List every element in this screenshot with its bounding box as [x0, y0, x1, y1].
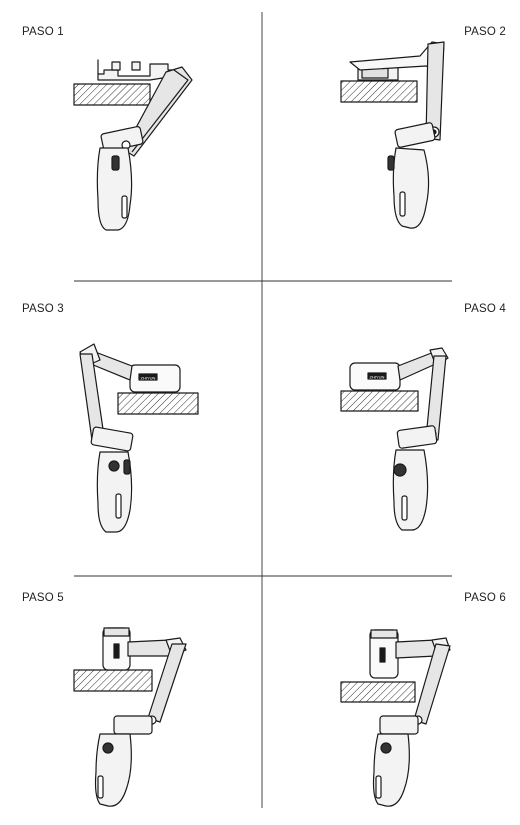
step-label-4: PASO 4	[464, 303, 506, 315]
step-2-illustration	[340, 41, 445, 229]
step-3-illustration: ZHIYUN	[79, 343, 199, 533]
brand-mark-3: ZHIYUN	[141, 376, 156, 381]
step-label-5: PASO 5	[22, 592, 64, 604]
step-1-illustration	[73, 59, 193, 231]
step-6-illustration	[340, 629, 451, 807]
brand-mark-4: ZHIYUN	[370, 375, 385, 380]
hatched-table-3	[117, 392, 199, 415]
step-label-1: PASO 1	[22, 26, 64, 38]
step-label-6: PASO 6	[464, 592, 506, 604]
hatched-table-6	[340, 681, 416, 703]
hatched-table-4	[340, 390, 419, 412]
step-5-illustration	[73, 627, 187, 807]
step-label-2: PASO 2	[464, 26, 506, 38]
hatched-table-1	[73, 83, 151, 106]
hatched-table-2	[340, 80, 418, 103]
hatched-table-5	[73, 669, 153, 692]
step-4-illustration: ZHIYUN	[340, 347, 449, 531]
step-label-3: PASO 3	[22, 303, 64, 315]
